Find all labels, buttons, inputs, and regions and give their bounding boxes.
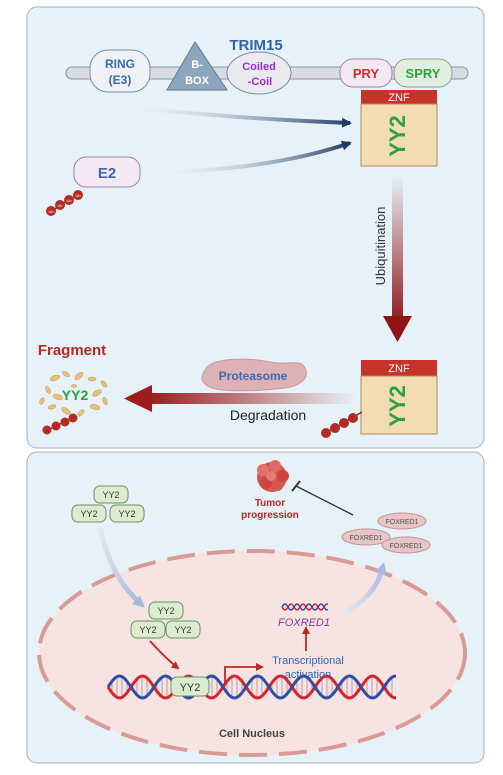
pry-domain xyxy=(339,58,393,88)
bbox-label-line1: B- xyxy=(191,59,203,71)
pry-label: PRY xyxy=(353,66,380,81)
ub-chain-e2: Ub Ub Ub Ub xyxy=(46,190,83,216)
yy2-nuclear-cluster: YY2 YY2 YY2 xyxy=(130,601,201,639)
yy2-top-body xyxy=(360,103,438,167)
yy2-bottom-body xyxy=(360,375,438,435)
e2-enzyme xyxy=(73,156,141,188)
cell-nucleus xyxy=(37,549,467,757)
svg-text:YY2: YY2 xyxy=(174,625,191,635)
ring-to-yy2-arrow xyxy=(109,103,352,128)
ring-label-line1: RING xyxy=(105,57,135,71)
trim15-title: TRIM15 xyxy=(229,37,282,54)
ub-chain-fragment xyxy=(42,413,78,435)
proteasome-shape xyxy=(201,358,307,392)
yy2-dna-bound xyxy=(170,676,210,697)
e2-to-yy2-arrow xyxy=(149,140,352,174)
yy2-top-label: YY2 xyxy=(385,115,410,157)
degradation-arrow xyxy=(124,385,355,412)
mrna-strand-blue xyxy=(281,603,329,611)
inhibition-bar xyxy=(291,480,301,492)
degradation-label: Degradation xyxy=(230,407,306,423)
svg-text:FOXRED1: FOXRED1 xyxy=(349,535,382,542)
svg-text:FOXRED1: FOXRED1 xyxy=(385,519,418,526)
transcription-start-arrow xyxy=(224,663,264,684)
transcriptional-label-line1: Transcriptional xyxy=(272,655,344,667)
yy2-top-znf-label: ZNF xyxy=(388,92,410,104)
foxred1-mrna xyxy=(281,603,329,611)
fragment-label: Fragment xyxy=(38,342,106,359)
yy2-cytoplasm-cluster: YY2 YY2 YY2 xyxy=(71,485,145,523)
yy2-top-znf xyxy=(361,90,437,104)
spry-domain xyxy=(393,58,453,88)
svg-text:Ub: Ub xyxy=(57,203,63,208)
proteasome-label: Proteasome xyxy=(219,369,288,383)
svg-text:YY2: YY2 xyxy=(80,509,97,519)
foxred1-gene-label: FOXRED1 xyxy=(278,617,330,629)
ubiquitination-label: Ubiquitination xyxy=(373,207,388,286)
spry-label: SPRY xyxy=(406,66,441,81)
svg-text:YY2: YY2 xyxy=(118,509,135,519)
yy2-import-arrow xyxy=(97,527,145,608)
coiled-label-line1: Coiled xyxy=(242,61,276,73)
svg-text:YY2: YY2 xyxy=(102,490,119,500)
dna-strand-red xyxy=(106,674,397,700)
dna-strand-blue xyxy=(106,674,397,700)
bbox-label-line2: BOX xyxy=(185,75,210,87)
yy2-bottom-znf xyxy=(361,360,437,376)
foxred1-export-arrow xyxy=(343,562,387,615)
mrna-strand-red xyxy=(281,603,329,611)
tumor-icon xyxy=(257,460,289,492)
svg-text:Ub: Ub xyxy=(66,198,72,203)
cell-nucleus-label: Cell Nucleus xyxy=(219,728,285,740)
yy2-bottom-znf-label: ZNF xyxy=(388,363,410,375)
yy2-dna-bound-label: YY2 xyxy=(180,682,201,694)
tumor-label-line2: progression xyxy=(241,510,299,521)
inhibition-line xyxy=(295,485,354,516)
ring-label-line2: (E3) xyxy=(109,73,132,87)
yy2-bottom-label: YY2 xyxy=(385,385,410,427)
svg-text:Ub: Ub xyxy=(48,209,54,214)
fragment-pieces xyxy=(39,371,108,417)
ubiquitination-arrow xyxy=(383,176,412,342)
foxred1-proteins: FOXRED1 FOXRED1 FOXRED1 xyxy=(341,512,431,554)
coiled-coil-domain xyxy=(226,51,292,95)
fragment-yy2-label: YY2 xyxy=(62,387,89,403)
yy2-binding-arrow xyxy=(149,640,180,670)
e2-label: E2 xyxy=(98,165,116,182)
ring-domain xyxy=(89,49,151,93)
transcriptional-label-line2: activation xyxy=(285,669,331,681)
svg-text:Ub: Ub xyxy=(75,193,81,198)
bbox-domain xyxy=(166,41,228,91)
coiled-label-line2: -Coil xyxy=(248,76,272,88)
ub-chain-yy2 xyxy=(321,411,363,438)
svg-text:YY2: YY2 xyxy=(139,625,156,635)
svg-text:YY2: YY2 xyxy=(157,606,174,616)
tumor-label-line1: Tumor xyxy=(255,498,285,509)
svg-text:FOXRED1: FOXRED1 xyxy=(389,543,422,550)
